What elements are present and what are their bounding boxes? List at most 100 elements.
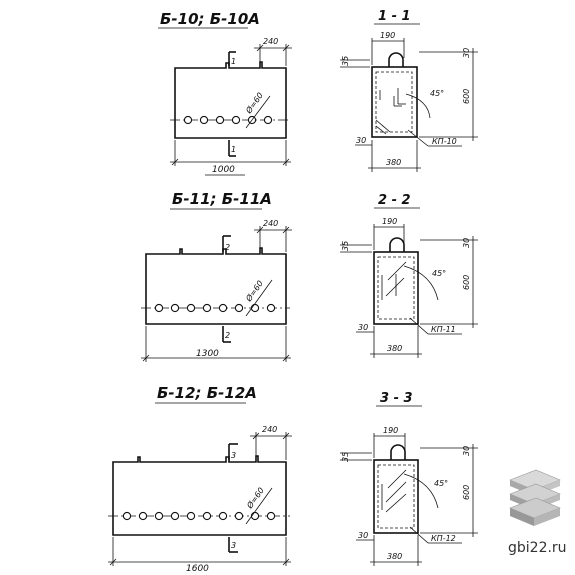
- svg-text:1: 1: [231, 57, 236, 66]
- hole-leader: [245, 487, 273, 525]
- svg-text:380: 380: [387, 344, 402, 353]
- hole-leader: [245, 279, 273, 317]
- rebar-cage: [377, 464, 415, 529]
- offset-dimension: 240: [254, 37, 292, 66]
- svg-text:190: 190: [380, 31, 395, 40]
- offset-value: 240: [263, 219, 278, 228]
- beam-b10-title: Б-10; Б-10А: [160, 10, 260, 28]
- hole: [263, 115, 273, 125]
- length-dimension: 1000: [170, 140, 291, 176]
- length-dimension: 1600: [108, 537, 291, 574]
- hole: [170, 511, 180, 521]
- section-1-1: 1 - 1 45° 190 600 30 35 30: [340, 9, 478, 172]
- hole: [231, 115, 241, 125]
- beam-outline: [174, 61, 287, 139]
- length-value: 1000: [212, 165, 235, 175]
- offset-value: 240: [263, 37, 278, 46]
- hole-diameter-label: Ø=60: [243, 90, 265, 116]
- svg-text:30: 30: [356, 136, 366, 145]
- hole: [234, 303, 244, 313]
- length-dimension: 1300: [141, 326, 291, 362]
- length-value: 1600: [186, 564, 209, 574]
- hole: [215, 115, 225, 125]
- svg-text:380: 380: [386, 158, 401, 167]
- hole: [266, 511, 276, 521]
- hole-row: [122, 511, 276, 521]
- beam-outline: [145, 247, 287, 325]
- section-title: 3 - 3: [380, 391, 413, 406]
- svg-text:600: 600: [462, 89, 471, 104]
- svg-text:600: 600: [462, 275, 471, 290]
- hole: [250, 511, 260, 521]
- svg-text:2: 2: [225, 331, 230, 340]
- offset-dimension: 240: [254, 219, 292, 252]
- rebar-cage: [375, 71, 413, 133]
- offset-dimension: 240: [250, 425, 292, 460]
- hole: [234, 511, 244, 521]
- section-title: 2 - 2: [378, 193, 411, 208]
- svg-text:3: 3: [231, 541, 236, 550]
- svg-text:380: 380: [387, 552, 402, 561]
- lifting-loop: [390, 444, 406, 460]
- section-outline: [373, 251, 419, 325]
- svg-text:30: 30: [358, 323, 368, 332]
- angle-label: 45°: [430, 89, 444, 98]
- svg-text:35: 35: [341, 241, 350, 251]
- svg-text:30: 30: [358, 531, 368, 540]
- section-2-2: 2 - 2 45° 190 600 30 35 30 380 КП-11: [340, 193, 478, 358]
- frame-label: КП-10: [432, 137, 457, 146]
- hole-row: [183, 115, 273, 125]
- section-title: 1 - 1: [378, 9, 411, 24]
- svg-text:600: 600: [462, 485, 471, 500]
- section-outline: [373, 459, 419, 534]
- svg-text:3: 3: [231, 451, 236, 460]
- hole: [138, 511, 148, 521]
- section-3-3: 3 - 3 45° 190 600 30 35 30 380 КП-12: [340, 391, 478, 566]
- frame-label: КП-11: [431, 325, 456, 334]
- hole-diameter-label: Ø=60: [243, 278, 265, 304]
- section-outline: [371, 66, 418, 138]
- hole-row: [154, 303, 276, 313]
- beam-b12-elevation: Б-12; Б-12А Ø=60 3 3: [108, 384, 292, 574]
- rebar-cage: [377, 256, 415, 320]
- hole: [202, 303, 212, 313]
- beam-b10-elevation: Б-10; Б-10А Ø=60 1 1: [158, 10, 292, 176]
- svg-text:30: 30: [462, 446, 471, 456]
- section-cut-marker: 3 3: [228, 443, 238, 553]
- hole: [122, 511, 132, 521]
- beam-b12-title: Б-12; Б-12А: [157, 384, 257, 402]
- svg-text:35: 35: [341, 452, 350, 462]
- hole: [199, 115, 209, 125]
- frame-label: КП-12: [431, 534, 456, 543]
- svg-text:35: 35: [341, 56, 350, 66]
- beam-b11-title: Б-11; Б-11А: [172, 190, 272, 208]
- hole: [186, 511, 196, 521]
- angle-label: 45°: [432, 269, 446, 278]
- svg-text:1: 1: [231, 145, 236, 154]
- hole: [202, 511, 212, 521]
- hole: [183, 115, 193, 125]
- section-cut-marker: 2 2: [222, 235, 231, 343]
- hole-leader: [245, 95, 271, 129]
- section-cut-marker: 1 1: [228, 51, 236, 157]
- watermark-text: gbi22.ru: [508, 540, 567, 556]
- hole: [266, 303, 276, 313]
- offset-value: 240: [262, 425, 277, 434]
- lifting-loop: [388, 52, 404, 67]
- hole-diameter-label: Ø=60: [244, 485, 266, 511]
- hole: [218, 303, 228, 313]
- beam-b11-elevation: Б-11; Б-11А Ø=60 2 2: [141, 190, 292, 362]
- hole: [186, 303, 196, 313]
- length-value: 1300: [196, 349, 219, 359]
- lifting-loop: [389, 237, 405, 252]
- svg-text:190: 190: [383, 426, 398, 435]
- hole: [250, 303, 260, 313]
- beam-outline: [112, 455, 287, 536]
- hole: [218, 511, 228, 521]
- svg-text:2: 2: [225, 243, 230, 252]
- hole: [154, 511, 164, 521]
- svg-text:30: 30: [462, 238, 471, 248]
- svg-text:190: 190: [382, 217, 397, 226]
- hole: [154, 303, 164, 313]
